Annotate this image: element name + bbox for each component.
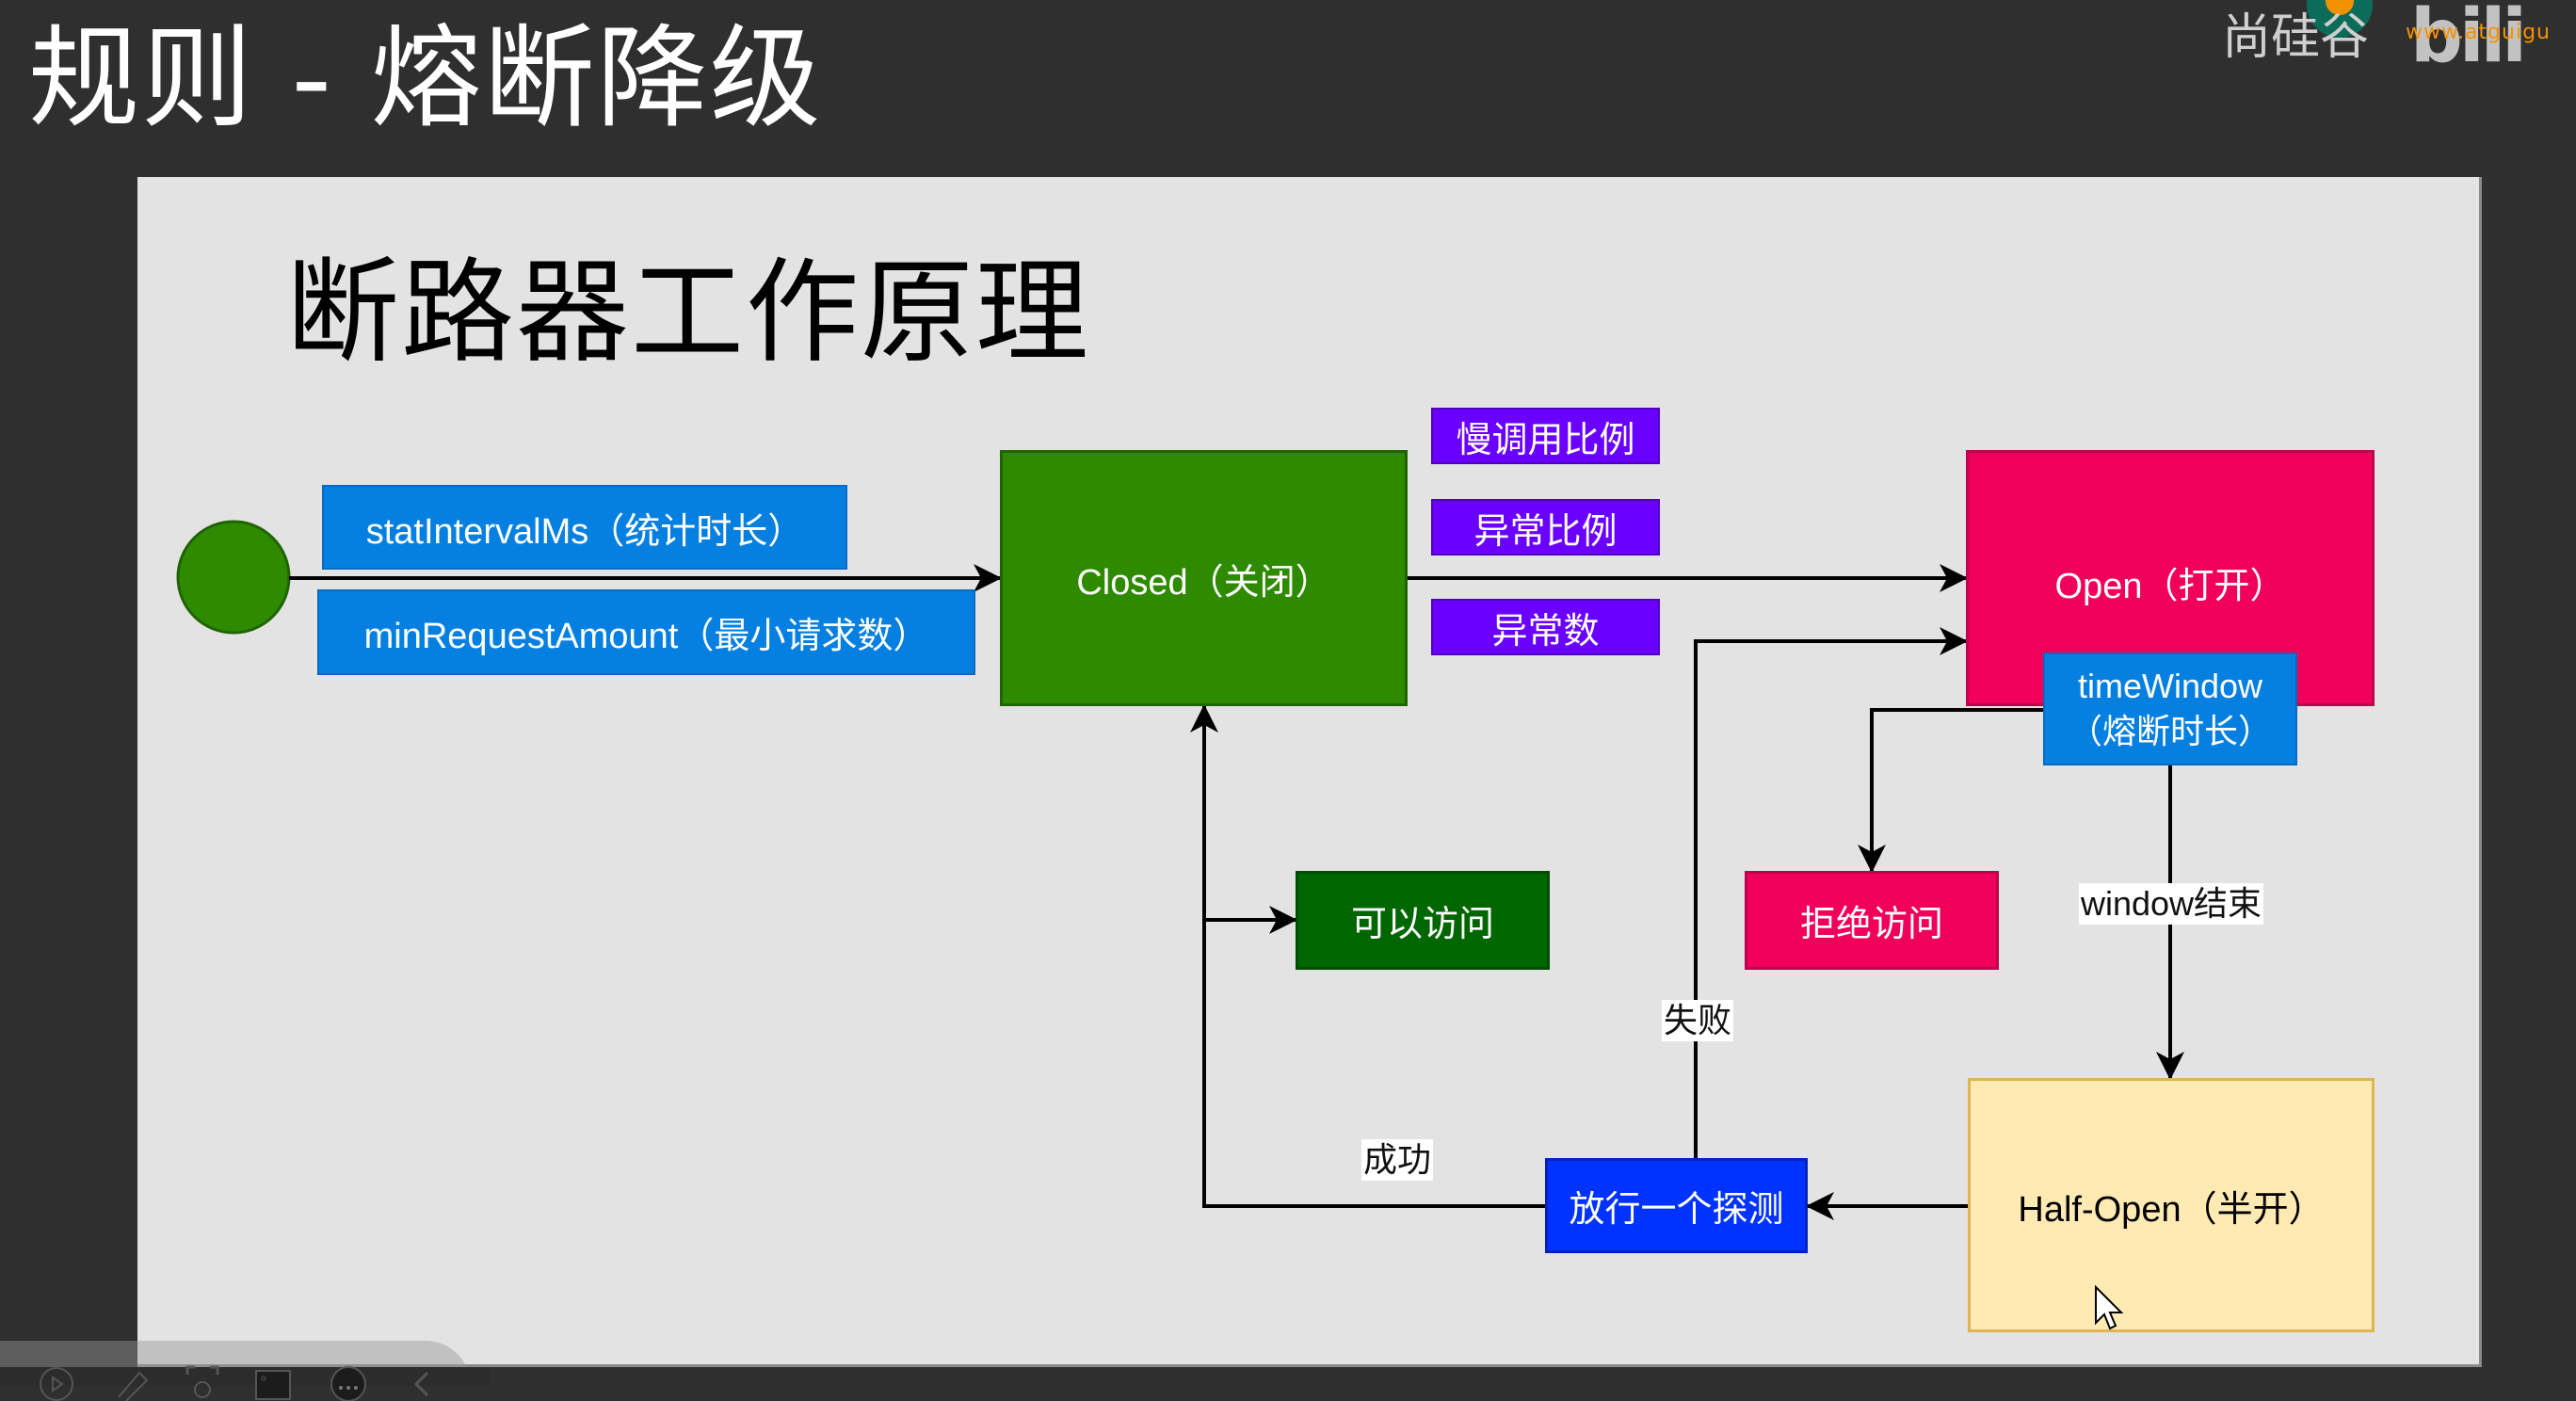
page-title: 规则 - 熔断降级	[28, 13, 823, 143]
more-icon[interactable]	[330, 1363, 367, 1401]
open-state-node: Open（打开）	[1966, 450, 2375, 706]
time-window-sublabel: （熔断时长）	[2068, 712, 2272, 750]
probe-label: 放行一个探测	[1569, 1190, 1784, 1230]
edge-open-to-deny	[1858, 708, 2043, 873]
slow-call-ratio-box: 慢调用比例	[1431, 408, 1660, 464]
min-request-label: minRequestAmount（最小请求数）	[363, 617, 929, 656]
stat-interval-box: statIntervalMs（统计时长）	[322, 485, 847, 570]
allow-access-label: 可以访问	[1350, 905, 1494, 944]
collapse-icon[interactable]	[405, 1363, 443, 1401]
brand-url: www.atguigu	[2406, 21, 2551, 44]
deny-access-box: 拒绝访问	[1745, 871, 1999, 970]
toolbar-strip	[0, 1367, 490, 1386]
closed-state-node: Closed（关闭）	[1000, 450, 1408, 706]
bilibili-watermark: bili	[2410, 0, 2527, 79]
probe-box: 放行一个探测	[1545, 1158, 1808, 1253]
open-state-label: Open（打开）	[2054, 567, 2286, 606]
camera-icon[interactable]	[254, 1363, 292, 1401]
closed-state-label: Closed（关闭）	[1076, 562, 1331, 603]
half-open-state-node: Half-Open（半开）	[1968, 1078, 2375, 1332]
half-open-state-label: Half-Open（半开）	[2018, 1189, 2325, 1230]
failure-label: 失败	[1662, 1000, 1734, 1041]
play-icon[interactable]	[38, 1363, 75, 1401]
error-count-box: 异常数	[1431, 599, 1660, 655]
edge-probe-success-to-closed	[1190, 704, 1545, 1208]
error-count-label: 异常数	[1491, 611, 1600, 652]
edge-probe-failure-to-open	[1694, 627, 1968, 1158]
brand-name: 尚硅谷	[2222, 9, 2370, 66]
slow-call-ratio-label: 慢调用比例	[1456, 420, 1635, 460]
stat-interval-label: statIntervalMs（统计时长）	[365, 511, 804, 552]
allow-access-box: 可以访问	[1296, 871, 1550, 970]
pen-icon[interactable]	[113, 1363, 151, 1401]
time-window-box: timeWindow （熔断时长）	[2043, 652, 2297, 765]
deny-access-label: 拒绝访问	[1799, 905, 1943, 944]
time-window-label: timeWindow	[2077, 667, 2263, 705]
window-end-label: window结束	[2079, 883, 2264, 925]
start-node	[176, 520, 291, 635]
error-ratio-label: 异常比例	[1473, 511, 1618, 552]
mouse-cursor-icon	[2095, 1285, 2124, 1330]
slide-title: 断路器工作原理	[286, 248, 1090, 378]
error-ratio-box: 异常比例	[1431, 499, 1660, 556]
min-request-box: minRequestAmount（最小请求数）	[317, 589, 975, 675]
success-label: 成功	[1361, 1139, 1434, 1181]
screenshot-icon[interactable]	[184, 1363, 221, 1401]
